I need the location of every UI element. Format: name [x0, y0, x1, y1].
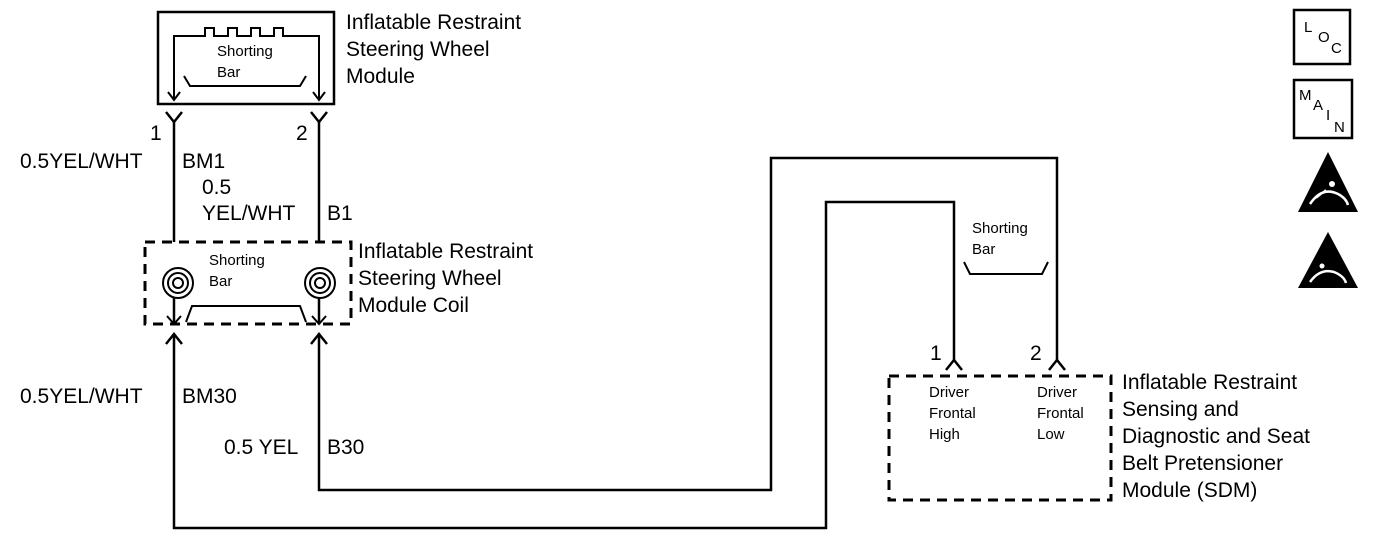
wire-bm30-circuit: BM30 [182, 385, 237, 408]
module-pin1-connector [165, 111, 183, 125]
wire-bm30-color: 0.5YEL/WHT [20, 385, 143, 408]
sdm-pin1-label-line3: High [929, 426, 960, 443]
sdm-pin2-number: 2 [1030, 342, 1042, 365]
sdm-shorting-bar [963, 261, 1049, 275]
coil-title-line2: Steering Wheel [358, 267, 502, 290]
sdm-pin2-connector [1048, 357, 1066, 371]
sdm-box [887, 374, 1113, 502]
esd-hand-icon [1298, 152, 1358, 212]
main-letter-i: I [1326, 107, 1330, 124]
module-title-line3: Module [346, 65, 415, 88]
module-title-line2: Steering Wheel [346, 38, 490, 61]
sdm-pin1-label-line1: Driver [929, 384, 969, 401]
module-coil-box [143, 240, 353, 326]
module-bar-label: Bar [217, 64, 240, 81]
wire-b30-color: 0.5 YEL [224, 436, 298, 459]
module-pin2-number: 2 [296, 122, 308, 145]
main-letter-n: N [1334, 119, 1345, 136]
wire-bm1-color: 0.5YEL/WHT [20, 150, 143, 173]
main-icon: M A I N [1292, 78, 1354, 140]
coil-right-spring [304, 267, 336, 299]
steering-wheel-module: Shorting Bar [156, 10, 336, 106]
wire-b1-circuit: B1 [327, 202, 353, 225]
coil-shorting-bar [185, 305, 307, 323]
sdm-title-line1: Inflatable Restraint [1122, 371, 1297, 394]
wire-bm30 [172, 200, 956, 530]
module-connector-housing [173, 27, 320, 100]
coil-bar-label: Bar [209, 273, 232, 290]
sdm-shorting-label: Shorting [972, 220, 1028, 237]
module-coil: Shorting Bar [143, 240, 353, 326]
loc-letter-l: L [1304, 19, 1312, 36]
sdm-title-line2: Sensing and [1122, 398, 1239, 421]
sdm-title-line4: Belt Pretensioner [1122, 452, 1283, 475]
sdm-pin2-label-line2: Frontal [1037, 405, 1084, 422]
module-pin1-number: 1 [150, 122, 162, 145]
sdm-pin2-label-line1: Driver [1037, 384, 1077, 401]
sdm-title-line3: Diagnostic and Seat [1122, 425, 1310, 448]
coil-shorting-label: Shorting [209, 252, 265, 269]
wire-b1-color: YEL/WHT [202, 202, 296, 225]
esd-warning-icon [1298, 232, 1358, 288]
sdm-pin1-connector [945, 357, 963, 371]
module-pin2-connector [310, 111, 328, 125]
loc-letter-o: O [1318, 29, 1330, 46]
loc-icon: L O C [1292, 8, 1352, 66]
module-shorting-label: Shorting [217, 43, 273, 60]
coil-title-line1: Inflatable Restraint [358, 240, 533, 263]
wire-bm1-circuit: BM1 [182, 150, 225, 173]
wire-b1-gauge: 0.5 [202, 176, 231, 199]
coil-title-line3: Module Coil [358, 294, 469, 317]
wire-b30 [317, 156, 1059, 492]
main-letter-a: A [1313, 97, 1323, 114]
sdm-pin1-number: 1 [930, 342, 942, 365]
sdm-pin1-label-line2: Frontal [929, 405, 976, 422]
steering-wheel-module-box [156, 10, 336, 106]
coil-left-spring [162, 267, 194, 299]
sdm-module: Shorting Bar 1 2 Driver Frontal High Dri… [887, 220, 1113, 502]
sdm-title-line5: Module (SDM) [1122, 479, 1257, 502]
main-letter-m: M [1299, 87, 1312, 104]
module-shorting-bar [183, 75, 307, 87]
sdm-bar-label: Bar [972, 241, 995, 258]
wire-b30-circuit: B30 [327, 436, 364, 459]
module-title-line1: Inflatable Restraint [346, 11, 521, 34]
sdm-pin2-label-line3: Low [1037, 426, 1065, 443]
loc-letter-c: C [1331, 40, 1342, 57]
